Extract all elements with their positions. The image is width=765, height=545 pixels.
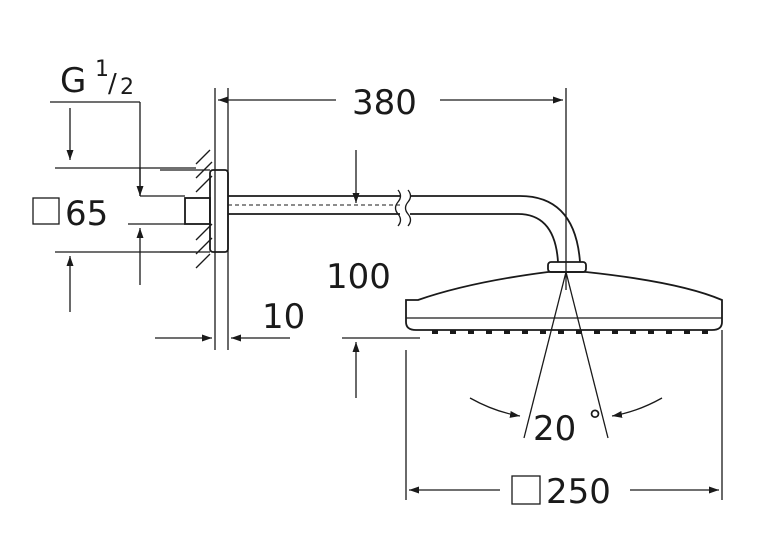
nozzle bbox=[486, 330, 492, 334]
rosette-dimension: 65 bbox=[32, 168, 196, 312]
nozzle bbox=[702, 330, 708, 334]
wall-gap-label: 10 bbox=[262, 297, 305, 337]
wall-gap-dimension: 10 bbox=[155, 297, 305, 342]
nozzle bbox=[666, 330, 672, 334]
wall-connector bbox=[184, 197, 211, 225]
thread-dimension: G 1 / 2 bbox=[50, 57, 196, 197]
thread-fraction-denominator: 2 bbox=[120, 75, 134, 100]
wall-hatch bbox=[195, 149, 213, 269]
nozzle bbox=[504, 330, 510, 334]
head-size-label: 250 bbox=[546, 472, 611, 512]
arm-drop-label: 100 bbox=[326, 257, 391, 297]
nozzles bbox=[432, 330, 708, 334]
arm-length-dimension: 380 bbox=[218, 83, 567, 290]
head-body bbox=[405, 271, 723, 331]
nozzle bbox=[540, 330, 546, 334]
nozzle bbox=[594, 330, 600, 334]
nozzle bbox=[558, 330, 564, 334]
rosette bbox=[209, 169, 229, 253]
nozzle bbox=[522, 330, 528, 334]
shower-arm bbox=[228, 189, 581, 263]
thread-fraction-slash: / bbox=[108, 69, 117, 99]
nozzle bbox=[684, 330, 690, 334]
rosette-size-label: 65 bbox=[65, 194, 108, 234]
nozzle bbox=[450, 330, 456, 334]
shower-head bbox=[405, 261, 723, 334]
nozzle bbox=[630, 330, 636, 334]
head-connector bbox=[547, 261, 587, 273]
spray-angle-value: 20 bbox=[533, 409, 576, 449]
square-dimension-icon bbox=[511, 475, 541, 505]
thread-label: G bbox=[60, 61, 86, 101]
square-dimension-icon bbox=[32, 197, 60, 225]
nozzle bbox=[468, 330, 474, 334]
nozzle bbox=[432, 330, 438, 334]
spray-angle-dimension: 20 ° bbox=[469, 271, 663, 449]
arm-drop-dimension: 100 bbox=[326, 150, 420, 398]
head-size-dimension: 250 bbox=[405, 330, 723, 512]
thread-fraction-numerator: 1 bbox=[95, 57, 109, 82]
wall-mount bbox=[160, 88, 229, 350]
nozzle bbox=[576, 330, 582, 334]
nozzle bbox=[612, 330, 618, 334]
spray-angle-unit: ° bbox=[588, 404, 602, 437]
nozzle bbox=[648, 330, 654, 334]
arm-length-label: 380 bbox=[352, 83, 417, 123]
